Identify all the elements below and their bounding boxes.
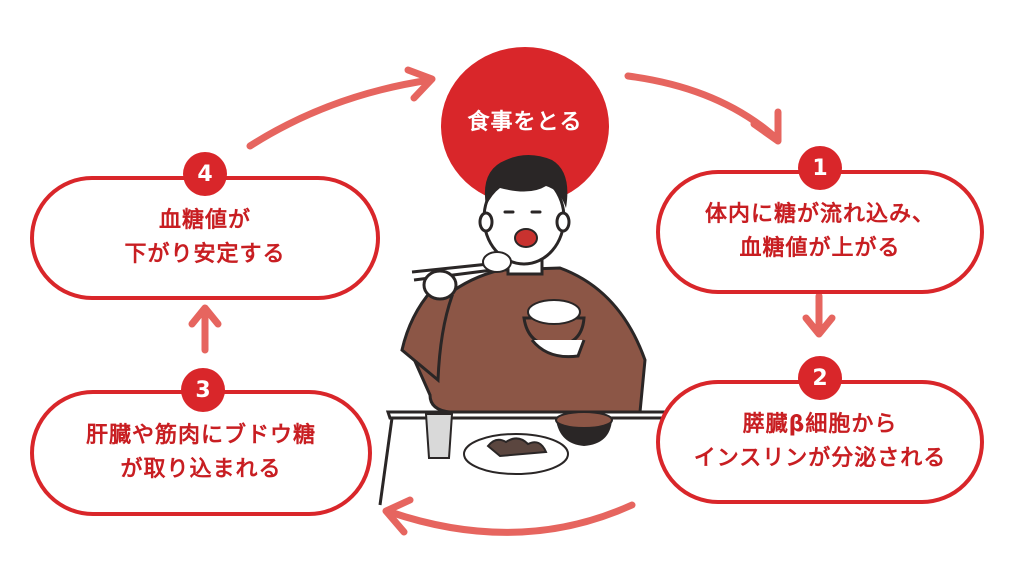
arrow-head-1	[750, 108, 782, 145]
center-label: 食事をとる	[467, 110, 583, 135]
step4-line2: 下がり安定する	[124, 242, 286, 267]
arrow-step4-to-center	[246, 76, 434, 150]
hair-icon	[484, 155, 568, 208]
step4-line1: 血糖値が	[158, 208, 251, 233]
step4-box: 血糖値が 下がり安定する	[30, 176, 380, 300]
arrow-step2-to-step3	[386, 501, 636, 536]
arrow-head-4	[188, 304, 222, 328]
step2-number-badge: 2	[798, 356, 842, 400]
step2-box: 膵臓β細胞から インスリンが分泌される	[656, 380, 984, 504]
arrow-head-3	[382, 496, 414, 536]
step3-number-badge: 3	[181, 368, 225, 412]
step3-line2: が取り込まれる	[120, 457, 282, 482]
step3-line1: 肝臓や筋肉にブドウ糖	[85, 423, 316, 448]
step1-number-badge: 1	[798, 146, 842, 190]
step2-line2: インスリンが分泌される	[693, 446, 947, 471]
arrow-head-2	[802, 314, 836, 338]
step4-number-badge: 4	[183, 152, 227, 196]
glass-icon	[424, 413, 454, 459]
step2-line1: 膵臓β細胞から	[742, 412, 898, 437]
step1-line2: 血糖値が上がる	[739, 236, 901, 261]
step1-line1: 体内に糖が流れ込み、	[704, 202, 935, 227]
arrow-head-5	[404, 66, 436, 102]
